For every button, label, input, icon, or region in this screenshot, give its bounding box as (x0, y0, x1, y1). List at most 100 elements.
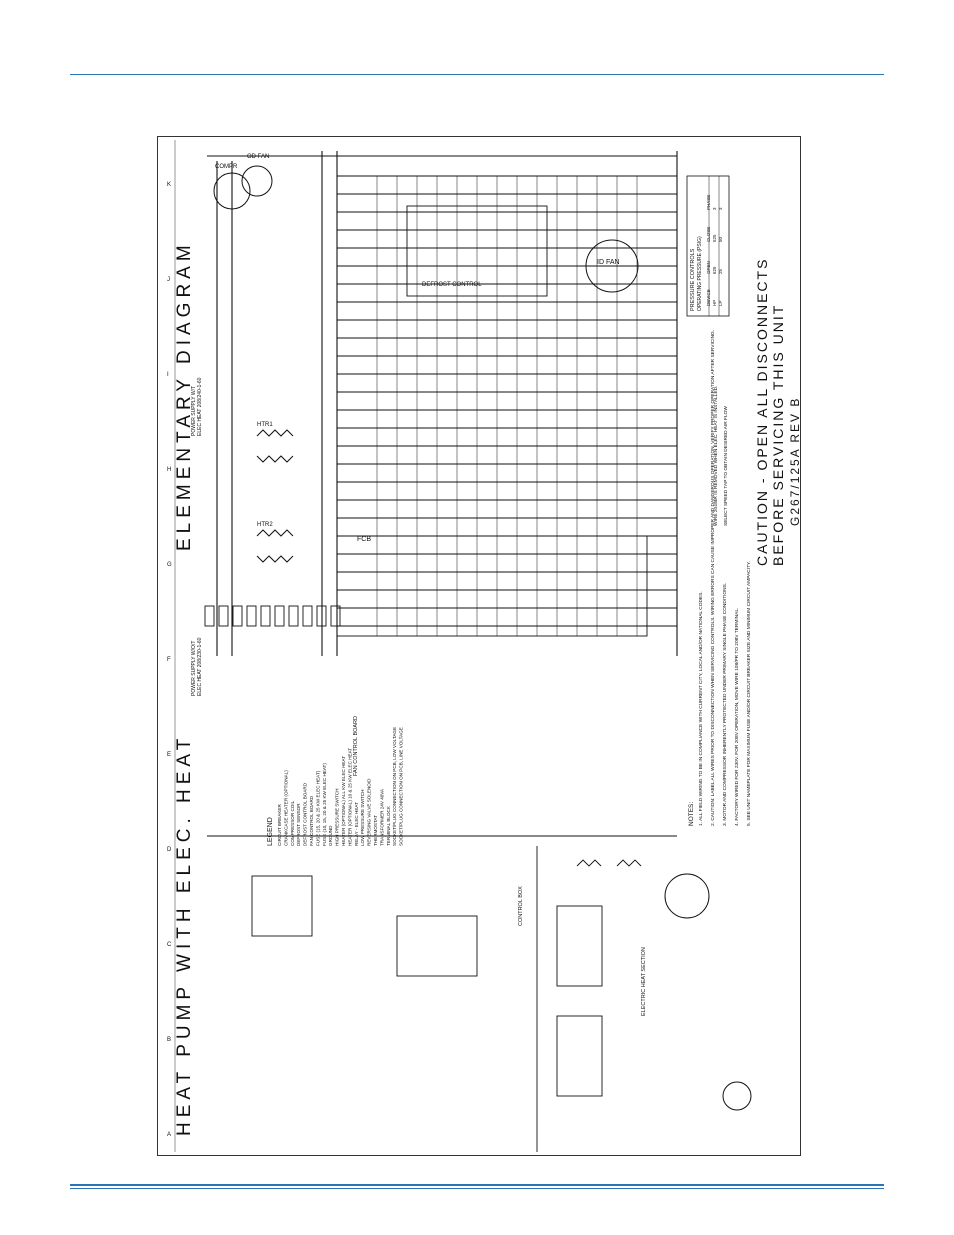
fcb-label: FCB (357, 536, 371, 543)
fuse (316, 605, 327, 627)
pressure-table-subtitle: OPERATING PRESSURE (PSIG) (697, 236, 703, 311)
pressure-table-cell: 625 (712, 266, 717, 274)
callout-item: WIRE 204/BR IS REMOVED WHEN ELEC. HEAT I… (713, 386, 719, 526)
htr2-label: HTR2 (257, 522, 273, 528)
header-rule (70, 74, 884, 75)
id-fan-label: ID FAN (597, 259, 620, 266)
callout-item: SELECT SPEED TAP TO OBTAIN DESIRED AIR F… (723, 406, 729, 526)
pressure-table-cell: 3 (712, 207, 717, 210)
fuse (204, 605, 215, 627)
pressure-control-table: PRESSURE CONTROLS OPERATING PRESSURE (PS… (686, 175, 730, 317)
fuse (274, 605, 285, 627)
legend-item: HEATER (OPTIONAL) ALL KW ELEC HEAT (341, 756, 346, 846)
legend-item: HIGH PRESSURE SWITCH (335, 789, 340, 846)
pressure-table-title: PRESSURE CONTROLS (690, 248, 696, 311)
drawing-number: G267/125A REV B (788, 397, 801, 526)
grid-letter: I (167, 372, 169, 378)
power-supply-label: POWER SUPPLY W/T (191, 386, 197, 436)
note-item: 5. SEE UNIT NAMEPLATE FOR MAXIMUM FUSE A… (746, 561, 752, 826)
grid-letter: H (167, 467, 171, 473)
wiring-diagram: ELEMENTARY DIAGRAM HEAT PUMP WITH ELEC. … (157, 136, 801, 1156)
legend-title: LEGEND (267, 817, 274, 846)
footer-rule (70, 1184, 884, 1186)
note-item: 1. ALL FIELD WIRING TO BE IN COMPLIANCE … (698, 591, 704, 826)
legend-item: CRANKCASE HEATER (OPTIONAL) (283, 770, 288, 846)
od-fan-label: OD FAN (247, 154, 269, 160)
diagram-border (157, 136, 801, 1156)
pressure-table-header: OPEN (706, 261, 711, 274)
defrost-control-label: DEFROST CONTROL (422, 282, 482, 288)
heater-htr2: HTR2 (256, 522, 294, 563)
fan-control-board (336, 535, 648, 637)
grid-letter: A (167, 1132, 171, 1138)
grid-letter: J (167, 277, 170, 283)
note-item: 2. CAUTION: LABEL ALL WIRES PRIOR TO DIS… (710, 330, 716, 826)
footer-rule-thin (70, 1188, 884, 1189)
grid-letter: C (167, 942, 172, 948)
fuse (246, 605, 257, 627)
pressure-table-header: DEVICE (706, 289, 711, 306)
legend-item: HEATER (OPTIONAL) 10 & 25 KW ELEC HEAT (347, 748, 352, 846)
legend-item: TERMINAL BLOCK (386, 805, 391, 846)
fuse-block (204, 605, 341, 627)
fuse (302, 605, 313, 627)
section-label: FAN CONTROL BOARD (353, 716, 359, 776)
heat-section-lower (207, 835, 677, 1152)
grid-letter: K (167, 182, 171, 188)
note-item: 4. FACTORY WIRED FOR 230V. FOR 208V OPER… (734, 608, 740, 826)
power-supply-label: ELEC HEAT 208/240-1-60 (197, 377, 203, 436)
compressor-symbol: COMPR (213, 164, 251, 210)
power-supply-label: ELEC HEAT 208/230-1-60 (197, 637, 203, 696)
legend-item: REVERSING VALVE SOLENOID (367, 778, 372, 846)
pressure-table-cell: HP (712, 300, 717, 306)
caution-line-2: BEFORE SERVICING THIS UNIT (770, 304, 786, 566)
legend-item: CIRCUIT BREAKER (277, 804, 282, 846)
notes-title: NOTES: (688, 802, 695, 826)
power-supply-label: POWER SUPPLY W/O/T (191, 641, 197, 696)
grid-letter: B (167, 1037, 171, 1043)
id-fan-motor-lower (664, 873, 710, 919)
legend-item: SOCKET/PLUG CONNECTION ON PCB, LOW VOLTA… (392, 727, 397, 846)
diagram-title-right: ELEMENTARY DIAGRAM (174, 240, 195, 551)
grid-letter: D (167, 847, 172, 853)
fuse (232, 605, 243, 627)
legend-item: THERMOSTAT (373, 815, 378, 846)
notes: NOTES: 1. ALL FIELD WIRING TO BE IN COMP… (688, 330, 752, 826)
pressure-table-cell: 25 (718, 268, 723, 274)
fuse (218, 605, 229, 627)
legend-item: DEFROST CONTROL BOARD (303, 782, 308, 846)
grid-letter: E (167, 752, 171, 758)
compressor-label: COMPR (215, 164, 238, 170)
legend-item: SOCKET/PLUG CONNECTION ON PCB, LINE VOLT… (399, 727, 404, 846)
grid-letter: F (167, 657, 171, 663)
legend-item: FAN CONTROL BOARD (309, 795, 314, 846)
legend-item: RELAY - ELEC HEAT (354, 802, 359, 846)
htr1-label: HTR1 (257, 422, 273, 428)
od-fan-symbol: OD FAN (241, 154, 273, 197)
id-fan-motor: ID FAN (585, 239, 639, 293)
legend-item: FUSE (10, 15, 20 & 25 KW ELEC HEAT) (322, 763, 327, 846)
fuse (260, 605, 271, 627)
heater-htr1: HTR1 (256, 422, 294, 463)
legend-item: FUSE (15, 20 & 25 KW ELEC HEAT) (315, 770, 320, 846)
grid-letter: G (167, 562, 172, 568)
defrost-control-box (406, 205, 548, 297)
legend-item: DEFROST SENSOR (296, 803, 301, 846)
pressure-table-cell: 525 (712, 234, 717, 242)
fuse (330, 605, 341, 627)
compressor-lower (722, 1081, 752, 1111)
caution-line-1: CAUTION - OPEN ALL DISCONNECTS (754, 258, 770, 566)
diagram-title-left: HEAT PUMP WITH ELEC. HEAT (174, 734, 195, 1136)
wire-runs (337, 175, 677, 636)
legend-item: COMPRESSOR COIL (290, 800, 295, 846)
pressure-table-header: CLOSE (706, 227, 711, 242)
legend-item: LOW PRESSURE SWITCH (360, 790, 365, 846)
note-item: 3. MOTOR AND COMPRESSOR INHERENTLY PROTE… (722, 583, 728, 826)
pressure-table-cell: 3 (718, 207, 723, 210)
legend-item: GROUND (328, 825, 333, 846)
section-label: ELECTRIC HEAT SECTION (641, 947, 647, 1016)
section-label: CONTROL BOX (518, 886, 524, 926)
grid-letters: A B C D E F G H I J K (167, 182, 172, 1138)
pressure-table-header: PHASE (706, 195, 711, 210)
